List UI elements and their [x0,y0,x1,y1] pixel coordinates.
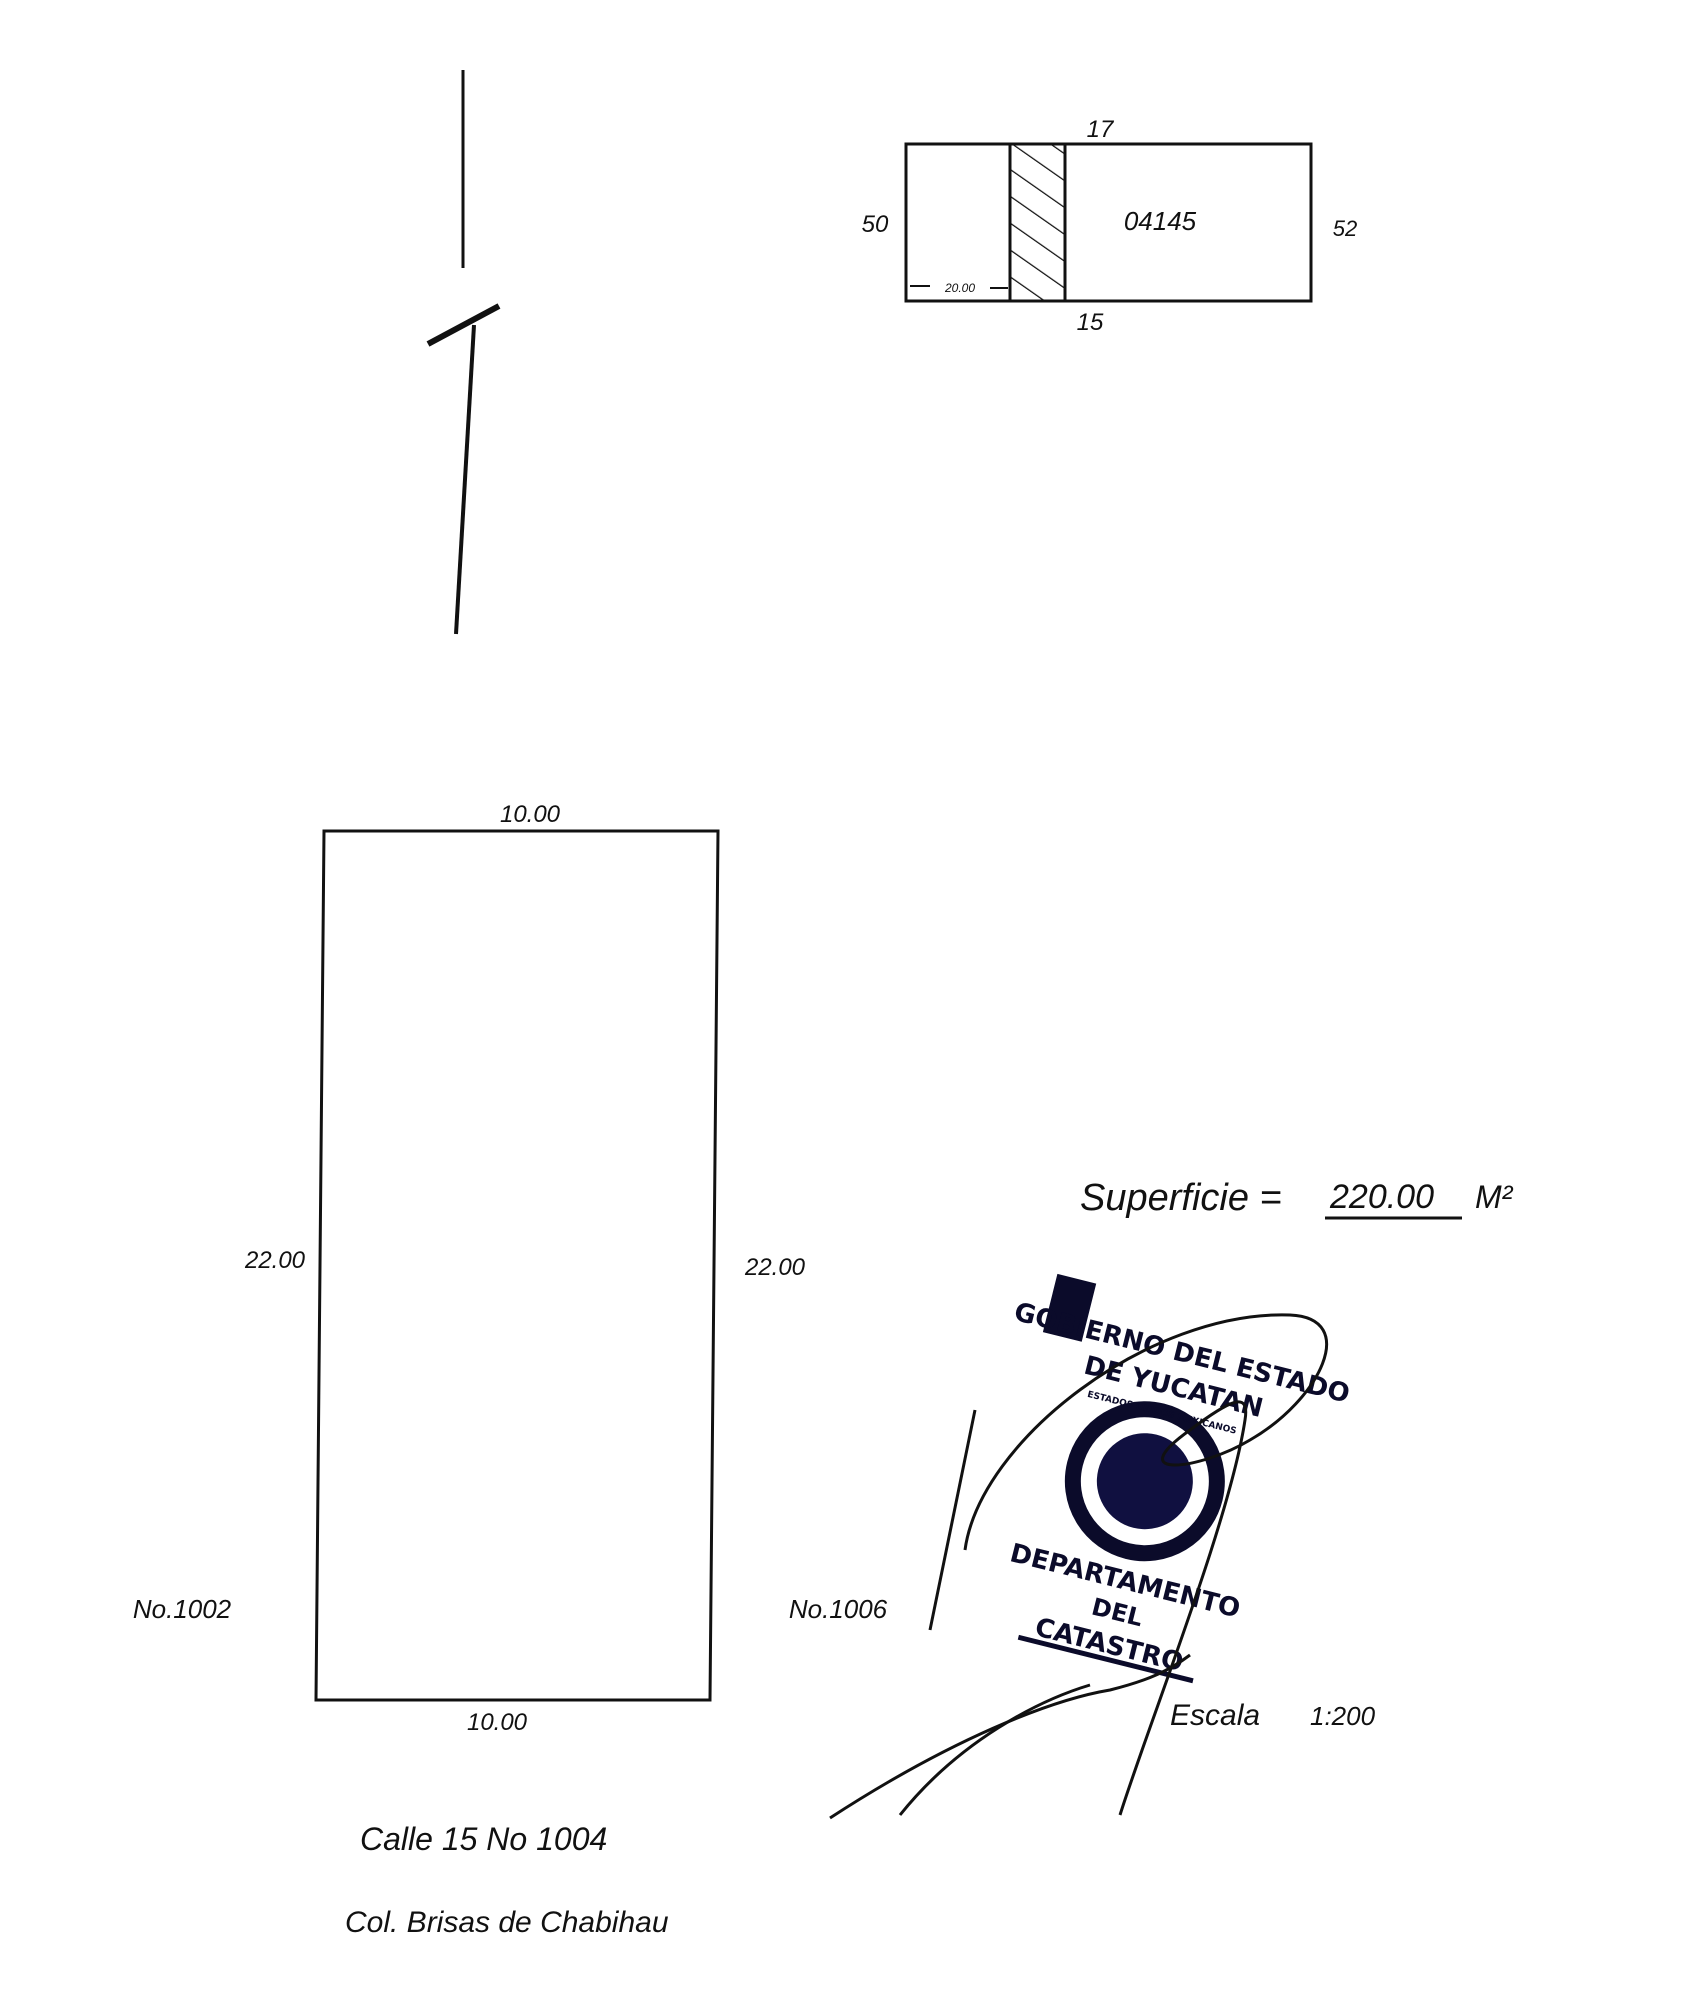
lot-bottom-dimension: 10.00 [467,1709,528,1736]
offset-label: 20.00 [944,281,975,295]
area-unit: M² [1475,1179,1514,1215]
scale-label: Escala [1170,1699,1260,1732]
lot-id: 04145 [1124,206,1197,236]
hatched-lot [1008,142,1067,303]
area-annotation: Superficie = 220.00 M² [1080,1177,1514,1220]
lot-plan: 10.00 10.00 22.00 22.00 No.1002 No.1006 [133,801,888,1736]
street-left-label: 50 [862,211,889,238]
signature [829,1313,1329,1820]
lot-right-dimension: 22.00 [744,1254,806,1281]
neighbor-left-label: No.1002 [133,1594,232,1624]
north-arrow-icon [426,70,501,635]
lot-top-dimension: 10.00 [500,801,561,828]
street-bottom-label: 15 [1077,309,1104,336]
lot-left-dimension: 22.00 [244,1247,306,1274]
street-address: Calle 15 No 1004 [360,1821,607,1857]
area-label: Superficie = [1080,1177,1282,1219]
street-right-label: 52 [1333,216,1357,241]
colony-name: Col. Brisas de Chabihau [345,1906,669,1939]
area-value: 220.00 [1329,1178,1434,1216]
neighbor-right-label: No.1006 [789,1594,888,1624]
block-outline [904,142,1313,303]
scale-value: 1:200 [1310,1701,1376,1731]
catastro-stamp: GOBIERNO DEL ESTADO DE YUCATAN ESTADOS U… [1007,1273,1353,1684]
location-plan: 17 50 52 15 04145 20.00 [862,116,1358,336]
street-top-label: 17 [1087,116,1115,143]
lot-outline [314,829,720,1702]
